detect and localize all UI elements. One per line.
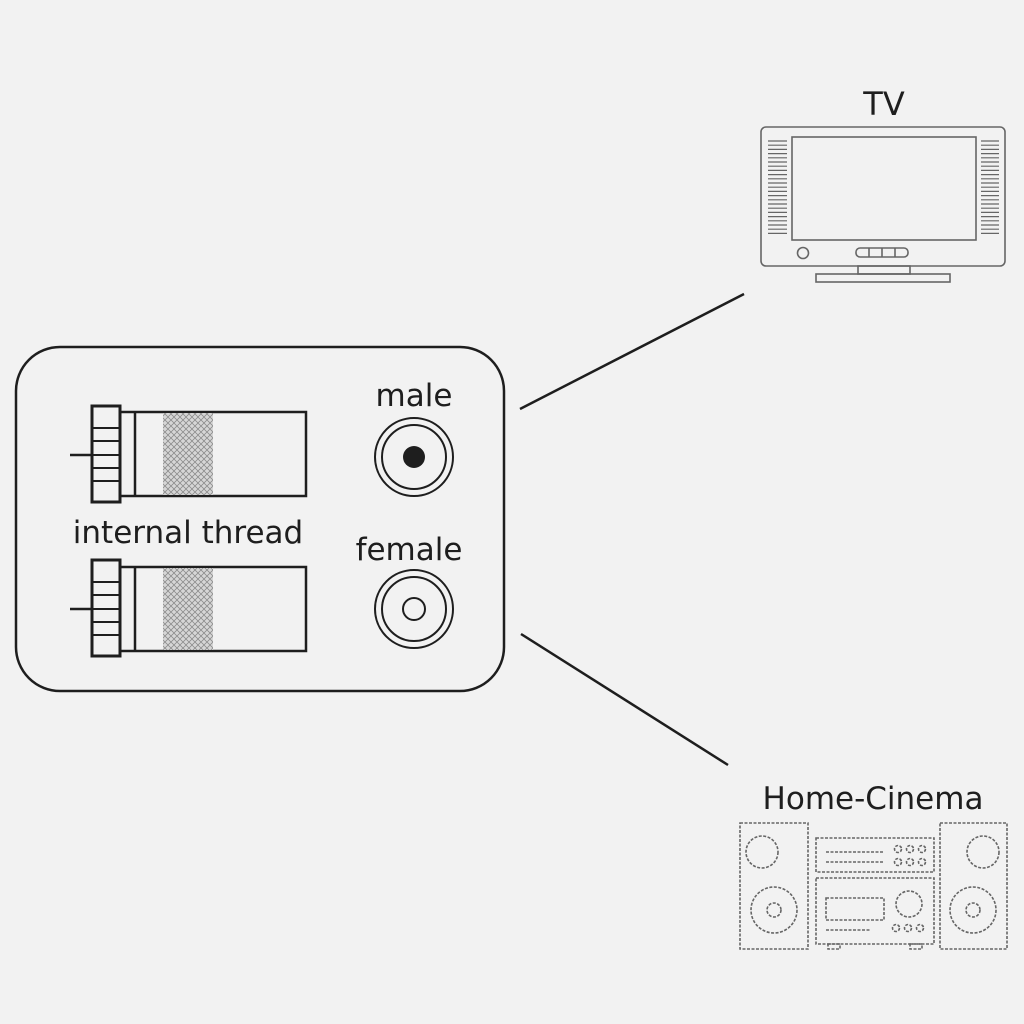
hex-nut [70, 404, 122, 504]
connection-line-home-cinema [520, 632, 729, 767]
tv-label: TV [862, 85, 905, 123]
stereo-system-icon [739, 822, 1008, 950]
thread-knurling [163, 568, 213, 650]
f-connector-top [70, 404, 308, 504]
thread-knurling [163, 413, 213, 495]
home-cinema-label: Home-Cinema [763, 781, 984, 817]
television-icon [760, 126, 1006, 283]
speaker-left [739, 822, 809, 950]
male-label: male [376, 378, 453, 414]
tv-speaker-grille-left [768, 140, 787, 234]
hex-nut [70, 558, 122, 658]
speaker-right [939, 822, 1008, 950]
tuner-unit [815, 837, 935, 873]
rca-male-socket-icon [374, 417, 454, 497]
f-connector-bottom [70, 558, 308, 658]
connection-line-tv [519, 292, 745, 411]
amplifier-unit [815, 877, 935, 950]
adapter-panel [14, 345, 506, 693]
female-label: female [356, 532, 463, 568]
rca-female-socket-icon [374, 569, 454, 649]
tv-speaker-grille-right [981, 140, 999, 234]
internal-thread-label: internal thread [73, 515, 303, 551]
